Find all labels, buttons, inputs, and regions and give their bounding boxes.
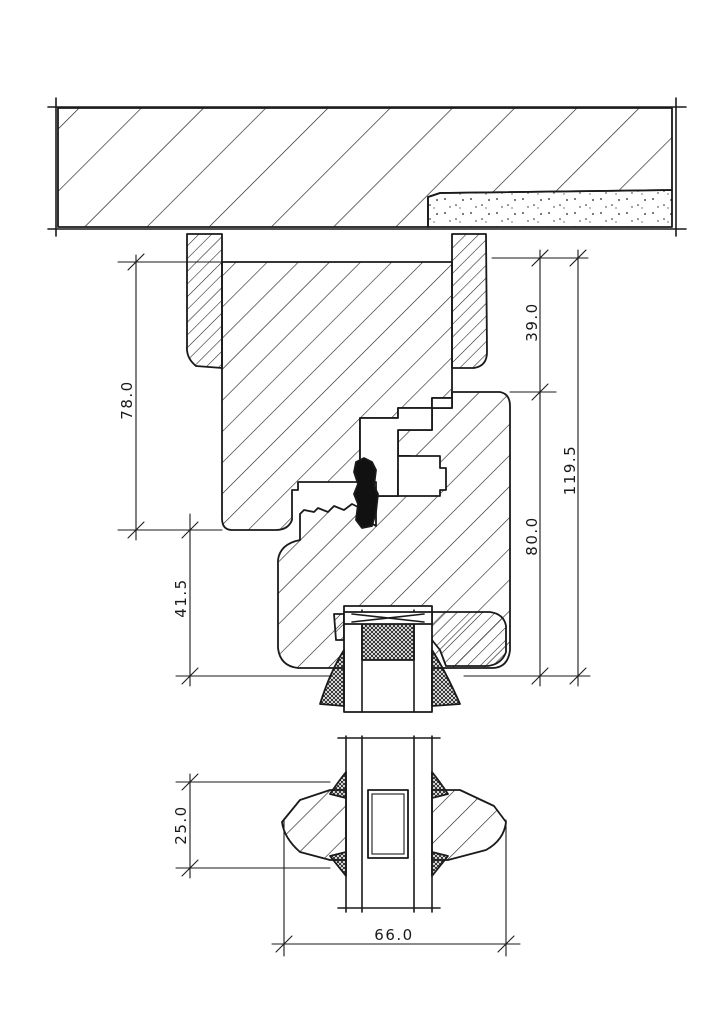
window-frame (186, 233, 511, 669)
dimension-78: 78.0 (118, 380, 136, 419)
transom-section (281, 735, 507, 913)
dimension-66: 66.0 (374, 926, 413, 944)
dimension-lines (117, 249, 591, 957)
dimension-80: 80.0 (523, 516, 541, 555)
dimension-39: 39.0 (523, 302, 541, 341)
glazing-top (319, 605, 461, 713)
dimension-41-5: 41.5 (172, 578, 190, 617)
dimension-25: 25.0 (172, 805, 190, 844)
dimension-119-5: 119.5 (561, 445, 579, 495)
lintel (47, 97, 687, 237)
